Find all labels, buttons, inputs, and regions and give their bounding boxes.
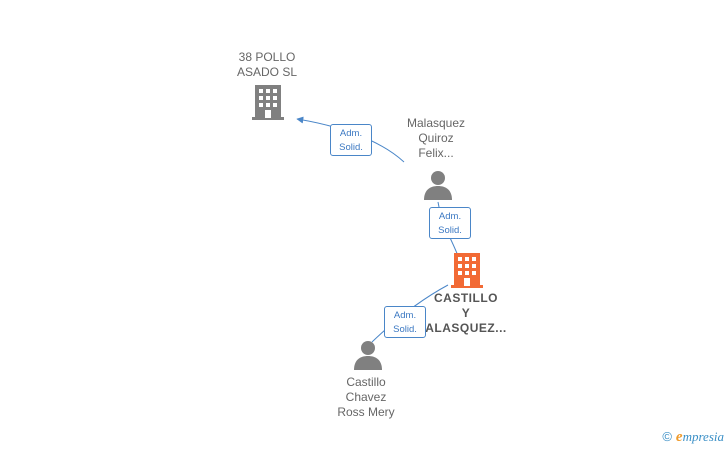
- copyright-icon: ©: [662, 429, 672, 444]
- person-icon[interactable]: [424, 170, 452, 200]
- person-icon[interactable]: [354, 340, 382, 370]
- company-label-38-pollo[interactable]: 38 POLLO ASADO SL: [236, 50, 298, 79]
- building-icon[interactable]: [252, 84, 284, 120]
- person-label-castillo-chavez[interactable]: Castillo Chavez Ross Mery: [337, 375, 395, 419]
- role-badge-adm-solid-top[interactable]: Adm. Solid.: [330, 124, 372, 156]
- building-icon-main[interactable]: [451, 252, 483, 288]
- role-badge-adm-solid-middle[interactable]: Adm. Solid.: [429, 207, 471, 239]
- empresia-watermark: ©empresia: [662, 429, 724, 445]
- company-label-castillo-main[interactable]: CASTILLO Y ALASQUEZ...: [425, 291, 507, 335]
- role-badge-adm-solid-bottom[interactable]: Adm. Solid.: [384, 306, 426, 338]
- person-label-malasquez[interactable]: Malasquez Quiroz Felix...: [406, 116, 466, 160]
